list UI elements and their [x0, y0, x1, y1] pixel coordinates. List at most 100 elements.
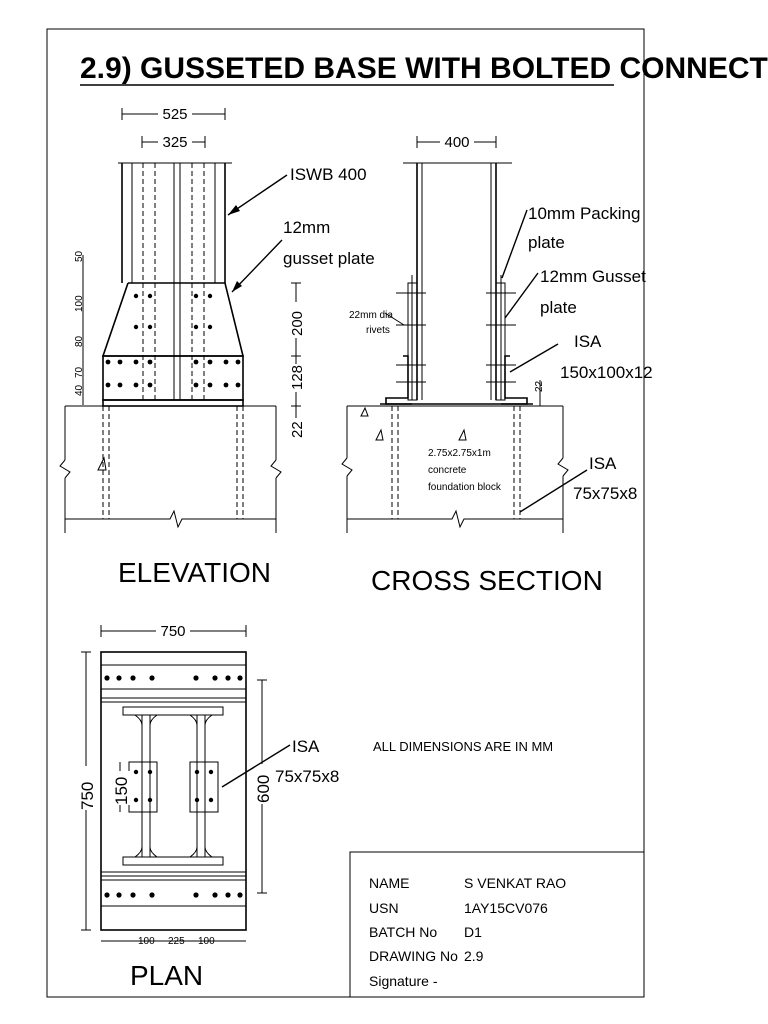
plan-angle-bottom — [100, 879, 247, 907]
bolt — [116, 892, 122, 898]
drawing-title: 2.9) GUSSETED BASE WITH BOLTED CONNECTIO… — [80, 52, 768, 85]
plan-cleat-left — [128, 761, 158, 813]
bolt — [237, 892, 243, 898]
tb-key-usn: USN — [369, 900, 399, 916]
elev-dim-100: 100 — [74, 295, 85, 312]
plan-dim-b1: 100 — [138, 936, 155, 947]
plan-dim-750-left: 750 — [78, 782, 97, 810]
plan-dim-b2: 225 — [168, 936, 185, 947]
elev-cleat-angle — [102, 355, 244, 401]
xs-label-isa2-1: ISA — [589, 454, 617, 473]
bolt — [133, 293, 139, 299]
bolt — [207, 293, 213, 299]
elev-dim-22: 22 — [289, 421, 306, 438]
elev-dim-50: 50 — [74, 250, 85, 262]
bolt — [235, 382, 241, 388]
bolt — [225, 675, 231, 681]
bolt — [207, 382, 213, 388]
xs-label-isa2-2: 75x75x8 — [573, 484, 637, 503]
plan-dim-750-top: 750 — [160, 623, 185, 640]
xs-rivets — [396, 292, 516, 383]
bolt — [149, 675, 155, 681]
xs-angle-right — [501, 355, 528, 405]
bolt — [104, 892, 110, 898]
bolt — [117, 382, 123, 388]
bolt — [147, 359, 153, 365]
sheet-border — [46, 28, 645, 998]
tb-value-drawing-no: 2.9 — [464, 948, 484, 964]
bolt — [223, 359, 229, 365]
xs-label-packing-1: 10mm Packing — [528, 204, 640, 223]
bolt — [105, 359, 111, 365]
elev-base-plate — [102, 399, 244, 407]
bolt — [235, 359, 241, 365]
bolt — [147, 769, 153, 775]
elev-dim-70: 70 — [74, 366, 85, 378]
bolt — [193, 675, 199, 681]
bolt — [130, 892, 136, 898]
bolt — [193, 892, 199, 898]
bolt — [193, 359, 199, 365]
cross-section-view-title: CROSS SECTION — [371, 565, 603, 596]
xs-angle-left — [385, 355, 412, 405]
xs-label-block-2: concrete — [428, 465, 467, 476]
xs-label-packing-2: plate — [528, 233, 565, 252]
xs-label-block-1: 2.75x2.75x1m — [428, 448, 491, 459]
bolt — [116, 675, 122, 681]
elevation-view: 525 325 50 100 80 70 40 — [59, 104, 375, 588]
xs-label-rivets-2: rivets — [366, 325, 390, 336]
elev-dim-80: 80 — [74, 335, 85, 347]
bolt — [194, 797, 200, 803]
plan-dim-150: 150 — [112, 777, 131, 805]
plan-label-isa-2: 75x75x8 — [275, 767, 339, 786]
bolt — [207, 359, 213, 365]
plan-column-section — [122, 706, 224, 866]
xs-dim-400: 400 — [444, 134, 469, 151]
bolt — [104, 675, 110, 681]
plan-base-plate — [100, 651, 247, 931]
elevation-view-title: ELEVATION — [118, 557, 271, 588]
bolt — [133, 359, 139, 365]
cross-section-view: 400 — [341, 132, 653, 596]
elev-dim-40: 40 — [74, 384, 85, 396]
bolt — [133, 324, 139, 330]
dimensions-note: ALL DIMENSIONS ARE IN MM — [373, 739, 553, 754]
tb-key-name: NAME — [369, 875, 409, 891]
bolt — [194, 769, 200, 775]
plan-view-title: PLAN — [130, 960, 203, 991]
xs-label-gusset-2: plate — [540, 298, 577, 317]
bolt — [207, 324, 213, 330]
bolt — [237, 675, 243, 681]
bolt — [225, 892, 231, 898]
plan-dim-b3: 100 — [198, 936, 215, 947]
elev-dim-325: 325 — [162, 134, 187, 151]
elev-gusset-plate — [101, 282, 245, 357]
bolt — [212, 892, 218, 898]
bolt — [147, 382, 153, 388]
tb-key-drawing-no: DRAWING No — [369, 948, 458, 964]
bolt — [149, 892, 155, 898]
elev-label-iswb: ISWB 400 — [290, 165, 367, 184]
bolt — [133, 382, 139, 388]
bolt — [223, 382, 229, 388]
xs-label-rivets-1: 22mm dia — [349, 310, 393, 321]
bolt — [208, 797, 214, 803]
elev-bolts — [105, 293, 241, 388]
xs-dim-22: 22 — [534, 380, 545, 392]
bolt — [193, 324, 199, 330]
xs-label-isa-1: ISA — [574, 332, 602, 351]
plan-bolts — [104, 675, 243, 898]
bolt — [133, 797, 139, 803]
tb-key-signature: Signature - — [369, 973, 438, 989]
bolt — [212, 675, 218, 681]
bolt — [193, 382, 199, 388]
plan-cleat-right — [189, 761, 219, 813]
elev-label-gusset-2: gusset plate — [283, 249, 375, 268]
tb-value-name: S VENKAT RAO — [464, 875, 566, 891]
bolt — [208, 769, 214, 775]
bolt — [117, 359, 123, 365]
tb-value-usn: 1AY15CV076 — [464, 900, 548, 916]
bolt — [130, 675, 136, 681]
bolt — [147, 293, 153, 299]
